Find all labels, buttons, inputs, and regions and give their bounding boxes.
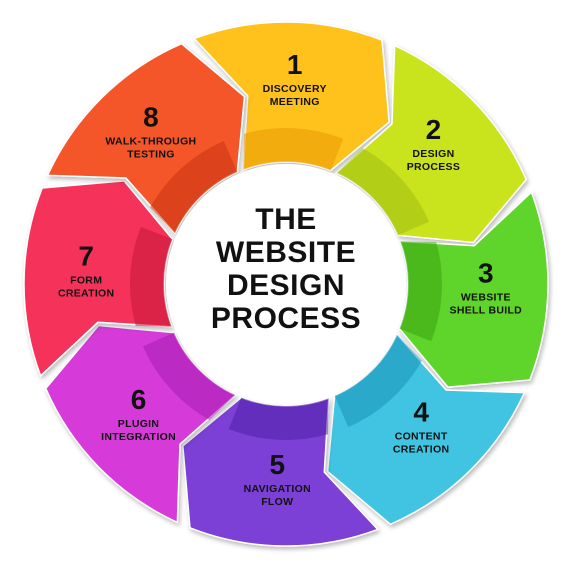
step-5-inner-shade	[228, 397, 329, 440]
step-2-inner-shade	[336, 148, 430, 236]
step-4-segment	[326, 333, 526, 526]
step-5-arrow	[182, 396, 380, 547]
step-4-inner-shade	[334, 334, 422, 428]
step-8-segment	[46, 42, 246, 235]
process-labels: 1DISCOVERYMEETING2DESIGNPROCESS3WEBSITES…	[58, 49, 522, 508]
step-5-number: 5	[269, 449, 285, 480]
step-3-label-line-2: SHELL BUILD	[450, 305, 523, 317]
step-5-segment	[182, 396, 380, 547]
step-6-number: 6	[131, 384, 147, 415]
step-2-number: 2	[426, 114, 442, 145]
step-1-number: 1	[287, 49, 303, 80]
step-2-label-line-1: DESIGN	[412, 148, 454, 160]
step-3-label-line-1: WEBSITE	[461, 292, 511, 304]
step-6-inner-shade	[142, 332, 236, 420]
step-7-label-line-2: CREATION	[58, 287, 114, 299]
center-title: THE WEBSITE DESIGN PROCESS	[211, 203, 361, 335]
center-title-line-3: DESIGN	[227, 269, 345, 302]
step-3-number: 3	[478, 258, 494, 289]
step-1-segment	[192, 21, 390, 172]
step-4-number: 4	[413, 396, 429, 427]
step-2-segment	[335, 44, 528, 244]
process-segments	[23, 21, 549, 547]
step-5-label-line-1: NAVIGATION	[244, 483, 311, 495]
center-title-line-1: THE	[255, 203, 317, 236]
step-8-inner-shade	[150, 140, 238, 234]
step-7-segment	[23, 180, 174, 378]
step-3-segment	[398, 190, 549, 388]
step-4-label-line-1: CONTENT	[395, 430, 448, 442]
step-7-number: 7	[78, 240, 94, 271]
step-7-label-line-1: FORM	[70, 274, 102, 286]
step-5-label-line-2: FLOW	[261, 496, 293, 508]
step-2-label-line-2: PROCESS	[407, 161, 460, 173]
step-8-number: 8	[143, 102, 159, 133]
step-1-inner-shade	[243, 127, 344, 171]
step-7-arrow	[23, 180, 174, 378]
step-1-label-line-2: MEETING	[270, 96, 320, 108]
step-8-label-line-1: WALK-THROUGH	[105, 136, 196, 148]
step-3-inner-shade	[399, 241, 442, 342]
center-title-line-4: PROCESS	[211, 302, 361, 335]
step-6-label-line-2: INTEGRATION	[101, 431, 176, 443]
center-title-line-2: WEBSITE	[216, 236, 356, 269]
center-circle	[166, 164, 406, 404]
step-4-label-line-2: CREATION	[393, 443, 449, 455]
step-6-segment	[44, 324, 237, 524]
step-7-inner-shade	[130, 226, 173, 327]
step-1-label-line-1: DISCOVERY	[263, 83, 327, 95]
step-3-arrow	[398, 190, 549, 388]
step-1-arrow	[192, 21, 390, 172]
step-6-label-line-1: PLUGIN	[118, 418, 159, 430]
step-8-label-line-2: TESTING	[127, 149, 175, 161]
